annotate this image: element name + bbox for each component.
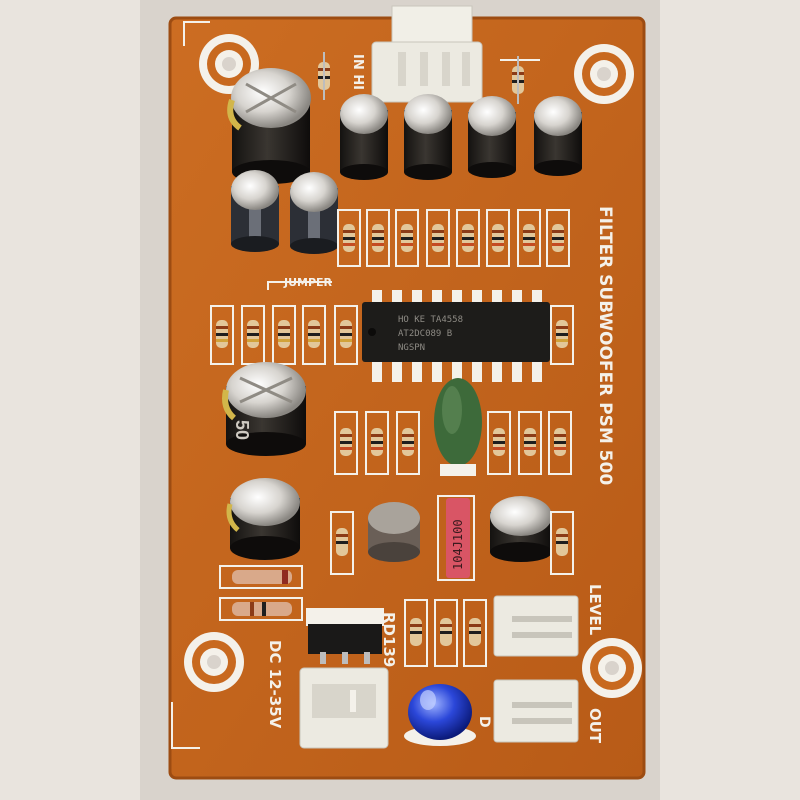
- input-label: IN HI: [350, 54, 365, 90]
- ic-chip: [362, 290, 550, 382]
- ic-marking-2: AT2DC089 B: [398, 329, 452, 339]
- resistor-row-1: [337, 209, 570, 267]
- led: [404, 684, 476, 746]
- capacitor-lower-left: [226, 478, 300, 560]
- capacitor-large: [227, 68, 311, 184]
- resistor-row-3: [334, 411, 572, 475]
- mounting-holes: [184, 34, 642, 698]
- out-label: OUT: [586, 708, 604, 744]
- led-ref: D: [476, 716, 492, 728]
- capacitor-row-top: [340, 94, 582, 180]
- ic-marking-3: NGSPN: [398, 343, 425, 353]
- corner-marks: [171, 21, 540, 749]
- jumper-label: JUMPER: [283, 276, 333, 289]
- film-cap-marking: 104J100: [451, 519, 465, 570]
- capacitor-pair-left: [231, 170, 338, 254]
- capacitor-right-mid: [490, 496, 552, 562]
- capacitor-small-brown: [368, 502, 420, 562]
- box-capacitor: [437, 495, 475, 581]
- film-capacitor: [434, 378, 482, 476]
- ic-marking-1: HO KE TA4558: [398, 315, 463, 325]
- power-label: DC 12-35V: [266, 640, 284, 729]
- out-connector: [493, 679, 579, 743]
- cap-marking: 50: [232, 420, 252, 440]
- voltage-regulator: [306, 608, 384, 664]
- resistors-top: [318, 52, 524, 104]
- resistors-misc: [330, 511, 574, 667]
- level-connector: [493, 595, 579, 657]
- board-title: FILTER SUBWOOFER PSM 500: [595, 206, 615, 485]
- capacitor-mid-left: [222, 362, 306, 456]
- power-connector: [299, 667, 389, 749]
- regulator-ref: RD139: [380, 612, 398, 667]
- level-label: LEVEL: [586, 584, 604, 636]
- diodes: [219, 565, 303, 621]
